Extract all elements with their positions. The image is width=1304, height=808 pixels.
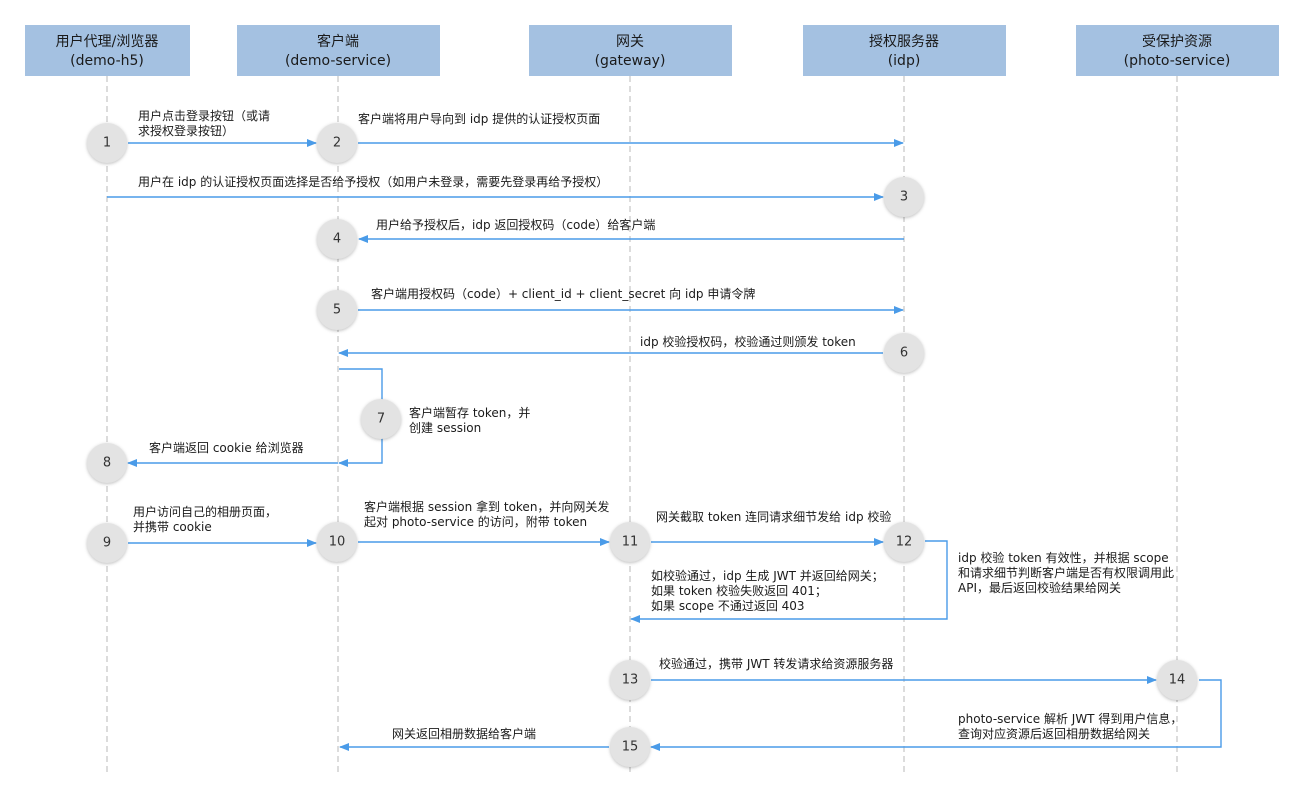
participant-name: 客户端 [317, 33, 359, 50]
label-step-11: 网关截取 token 连同请求细节发给 idp 校验 [656, 509, 891, 524]
step-5: 5 [317, 290, 357, 330]
participant-sub: (demo-service) [285, 53, 391, 69]
step-11: 11 [610, 522, 650, 562]
arrow-12 [630, 540, 948, 623]
participant-photo: 受保护资源 (photo-service) [1076, 25, 1279, 76]
lifelines [106, 76, 1178, 775]
step-number: 14 [1169, 673, 1186, 688]
step-number: 1 [103, 136, 111, 151]
participant-name: 受保护资源 [1142, 34, 1212, 50]
step-6: 6 [884, 333, 924, 373]
label-step-4: 用户给予授权后，idp 返回授权码（code）给客户端 [376, 217, 655, 232]
step-number: 4 [333, 232, 341, 247]
step-15: 15 [610, 727, 650, 767]
participant-sub: (gateway) [595, 53, 666, 69]
arrow-14 [650, 679, 1222, 751]
step-markers: 1 2 3 4 5 6 7 8 9 10 11 12 13 14 15 [87, 123, 1197, 767]
step-9: 9 [87, 523, 127, 563]
step-number: 7 [377, 412, 385, 427]
step-number: 12 [896, 535, 913, 550]
label-step-12-result: 如校验通过，idp 生成 JWT 并返回给网关；如果 token 校验失败返回 … [651, 568, 884, 613]
step-number: 9 [103, 536, 111, 551]
label-step-13: 校验通过，携带 JWT 转发请求给资源服务器 [659, 656, 893, 671]
step-number: 8 [103, 456, 111, 471]
step-number: 15 [622, 740, 639, 755]
participant-idp: 授权服务器 (idp) [803, 25, 1006, 76]
step-number: 10 [329, 535, 346, 550]
step-number: 5 [333, 303, 341, 318]
step-10: 10 [317, 522, 357, 562]
step-4: 4 [317, 219, 357, 259]
label-step-6: idp 校验授权码，校验通过则颁发 token [640, 334, 856, 349]
step-number: 6 [900, 346, 908, 361]
label-step-9: 用户访问自己的相册页面，并携带 cookie [133, 504, 277, 534]
label-step-1: 用户点击登录按钮（或请求授权登录按钮） [138, 108, 270, 138]
label-step-15: 网关返回相册数据给客户端 [392, 726, 536, 741]
step-1: 1 [87, 123, 127, 163]
step-13: 13 [610, 660, 650, 700]
step-3: 3 [884, 177, 924, 217]
step-7: 7 [361, 399, 401, 439]
label-step-2: 客户端将用户导向到 idp 提供的认证授权页面 [358, 111, 600, 126]
participant-name: 授权服务器 [869, 34, 939, 50]
step-number: 2 [333, 136, 341, 151]
step-12: 12 [884, 522, 924, 562]
label-step-7: 客户端暂存 token，并创建 session [409, 405, 530, 435]
label-step-14: photo-service 解析 JWT 得到用户信息，查询对应资源后返回相册数… [958, 711, 1182, 741]
participant-name: 用户代理/浏览器 [56, 33, 159, 50]
participant-browser: 用户代理/浏览器 (demo-h5) [25, 25, 190, 76]
participant-gateway: 网关 (gateway) [529, 25, 732, 76]
label-step-5: 客户端用授权码（code）+ client_id + client_secret… [371, 286, 755, 301]
step-8: 8 [87, 443, 127, 483]
step-14: 14 [1157, 660, 1197, 700]
step-number: 11 [622, 535, 639, 550]
participant-sub: (demo-h5) [70, 53, 144, 69]
label-step-8: 客户端返回 cookie 给浏览器 [149, 440, 304, 455]
participant-sub: (photo-service) [1124, 53, 1231, 69]
participant-client: 客户端 (demo-service) [237, 25, 440, 76]
message-arrows [107, 139, 1222, 751]
step-number: 13 [622, 673, 639, 688]
step-number: 3 [900, 190, 908, 205]
participant-name: 网关 [616, 34, 644, 50]
label-step-3: 用户在 idp 的认证授权页面选择是否给予授权（如用户未登录，需要先登录再给予授… [138, 174, 608, 189]
step-2: 2 [317, 123, 357, 163]
participant-sub: (idp) [888, 53, 921, 69]
message-labels: 用户点击登录按钮（或请求授权登录按钮） 客户端将用户导向到 idp 提供的认证授… [133, 108, 1182, 741]
label-step-10: 客户端根据 session 拿到 token，并向网关发起对 photo-ser… [364, 499, 609, 529]
